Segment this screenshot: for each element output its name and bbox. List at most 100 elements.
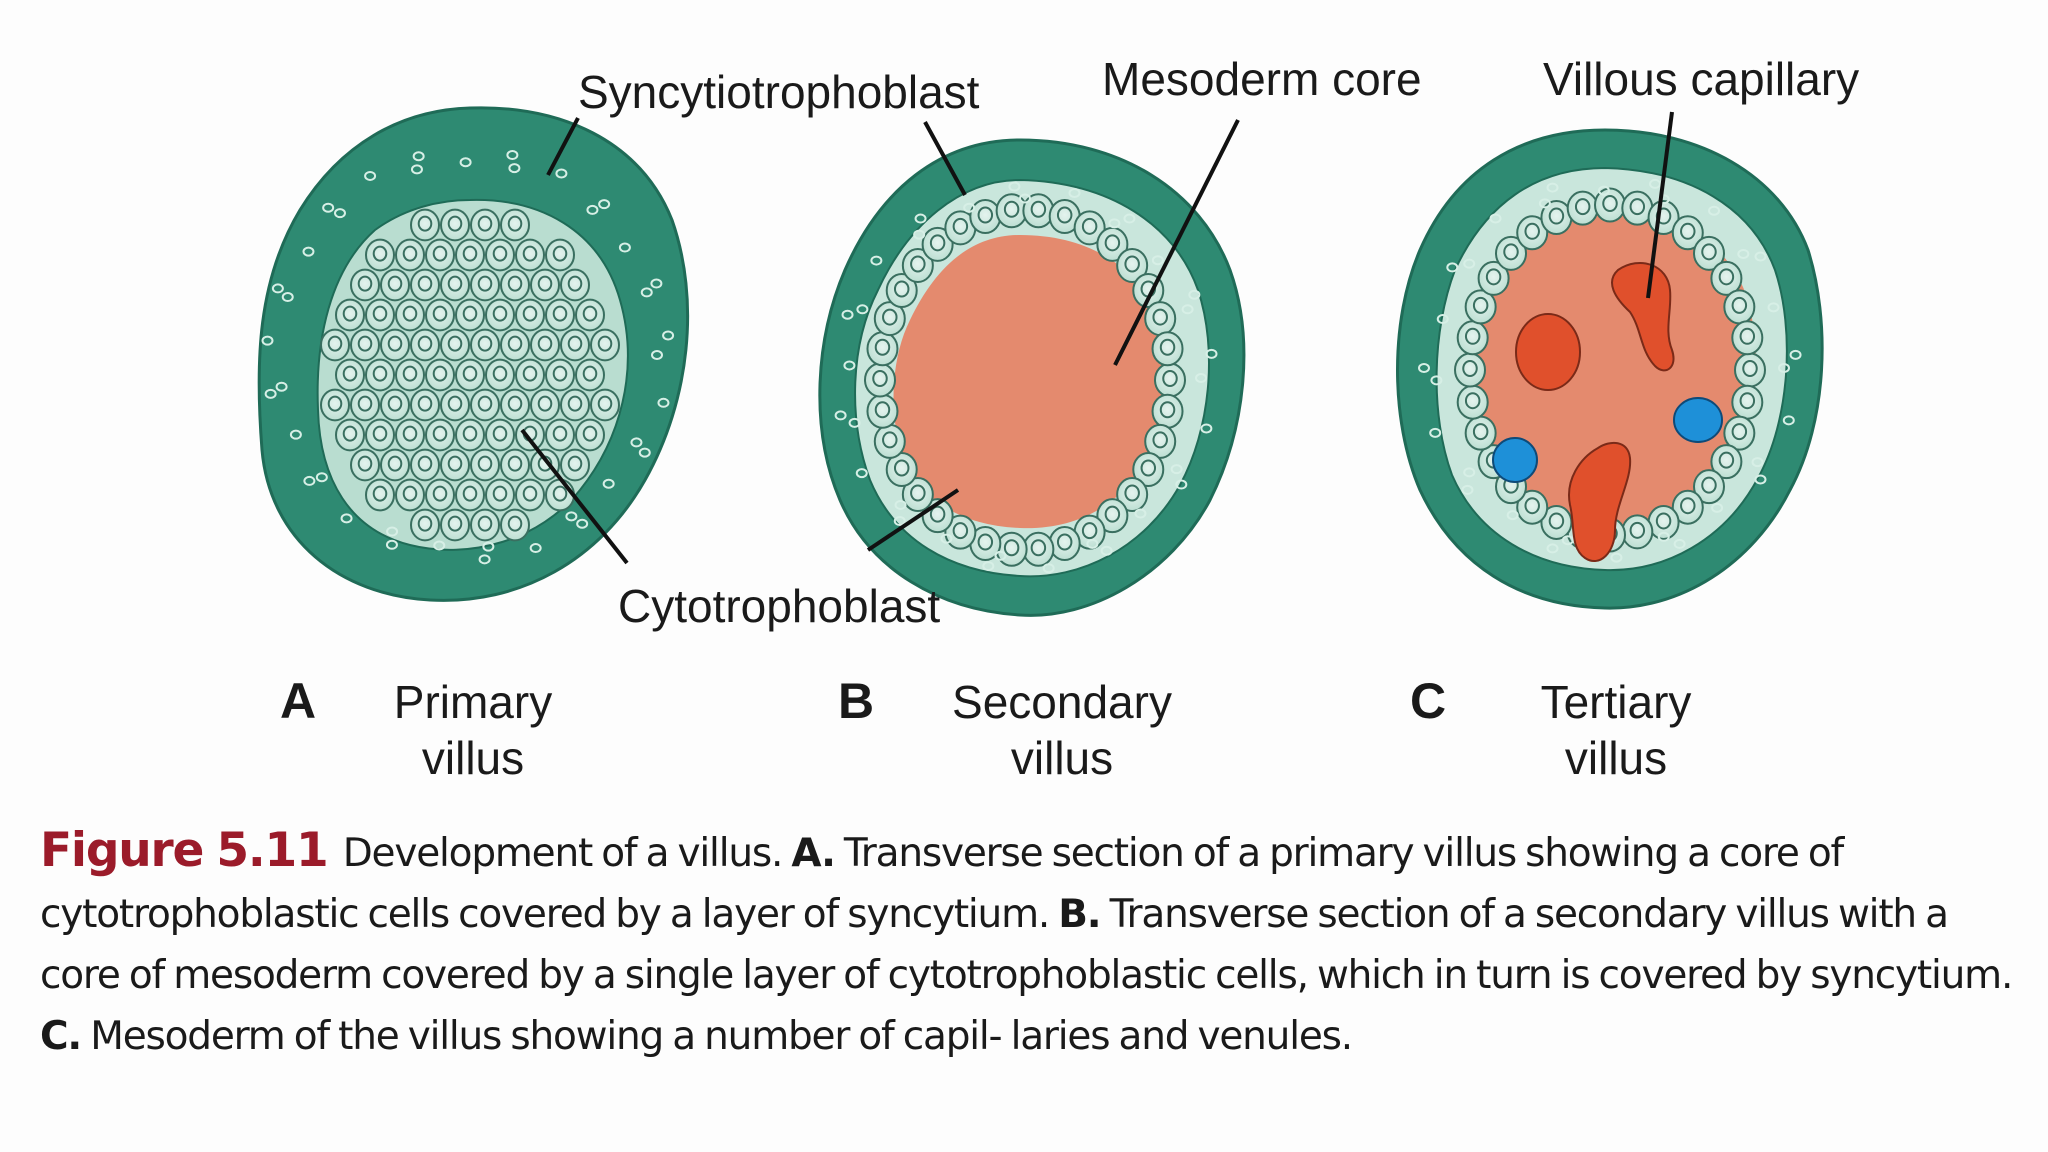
cytotrophoblast-cell — [410, 448, 440, 482]
cytotrophoblast-cell — [470, 268, 500, 302]
cell-nucleus — [372, 485, 388, 502]
cell-nucleus — [342, 365, 358, 382]
cytotrophoblast-cell — [1710, 444, 1743, 480]
syncytial-nucleus — [1538, 198, 1551, 209]
cytotrophoblast-cell — [1671, 215, 1704, 251]
caption-a-label: A. — [791, 831, 836, 876]
cell-nucleus — [462, 305, 478, 322]
venule — [1492, 437, 1538, 483]
cytotrophoblast-cell — [350, 268, 380, 302]
syncytial-nucleus — [1200, 423, 1213, 434]
cell-nucleus — [387, 395, 403, 412]
syncytial-nucleus — [555, 168, 568, 179]
syncytial-nucleus — [940, 533, 953, 544]
cytotrophoblast-cell — [365, 238, 395, 272]
syncytial-nucleus — [1506, 510, 1519, 521]
caption-c-text: Mesoderm of the villus showing a number … — [90, 1014, 1353, 1059]
syncytial-nucleus — [1123, 213, 1136, 224]
cytotrophoblast-cell — [395, 238, 425, 272]
cytotrophoblast-cell — [969, 198, 1002, 234]
cytotrophoblast-cell — [455, 418, 485, 452]
cytotrophoblast-cell — [485, 358, 515, 392]
cell-nucleus — [492, 365, 508, 382]
cytotrophoblast-cell — [470, 448, 500, 482]
leader-syncytio-a — [546, 117, 580, 176]
cell-nucleus — [507, 335, 523, 352]
cytotrophoblast-cell — [885, 273, 918, 309]
syncytial-nucleus — [855, 468, 868, 479]
cell-nucleus — [462, 365, 478, 382]
syncytial-nucleus — [1429, 427, 1442, 438]
cytotrophoblast-cell — [1464, 289, 1497, 325]
cell-nucleus — [1472, 423, 1489, 441]
caption-intro: Development of a villus. — [342, 831, 784, 876]
cell-nucleus — [522, 365, 538, 382]
cell-nucleus — [1056, 533, 1073, 551]
cell-nucleus — [507, 395, 523, 412]
cell-nucleus — [882, 308, 898, 326]
syncytial-nucleus — [1175, 479, 1188, 490]
secondary-villus-drawing — [818, 138, 1246, 617]
cytotrophoblast-cell — [380, 328, 410, 362]
cell-nucleus — [1030, 539, 1047, 557]
cell-nucleus — [1003, 539, 1020, 557]
cell-nucleus — [447, 395, 463, 412]
cell-nucleus — [537, 395, 553, 412]
cytotrophoblast-cell — [350, 328, 380, 362]
label-syncytiotrophoblast: Syncytiotrophoblast — [578, 66, 980, 118]
cell-nucleus — [597, 335, 613, 352]
panel-name-a: Primary — [394, 676, 552, 728]
syncytial-nucleus — [1205, 348, 1218, 359]
syncytial-nucleus — [1754, 474, 1767, 485]
cytotrophoblast-cell — [873, 423, 906, 459]
cytotrophoblast-cell — [901, 247, 934, 283]
cytotrophoblast-cell — [500, 448, 530, 482]
cytotrophoblast-cell — [1022, 531, 1055, 567]
cytotrophoblast-cell — [500, 508, 530, 542]
syncytial-nucleus — [1100, 545, 1113, 556]
syncytial-nucleus — [565, 511, 578, 522]
cytotrophoblast-cell — [410, 388, 440, 422]
cytotrophoblast-cell — [1710, 260, 1743, 296]
cytotrophoblast-cell — [560, 448, 590, 482]
cell-nucleus — [462, 245, 478, 262]
cytotrophoblast-cell — [470, 388, 500, 422]
panel-name-c: Tertiary — [1541, 676, 1692, 728]
syncytial-nucleus — [264, 388, 277, 399]
villous-capillary — [1611, 261, 1675, 372]
cytotrophoblast-cell — [440, 448, 470, 482]
cytotrophoblast-cell — [1671, 489, 1704, 525]
leader-capillary — [1646, 111, 1674, 299]
syncytial-nucleus — [271, 283, 284, 294]
cytotrophoblast-cell — [575, 418, 605, 452]
cell-nucleus — [552, 425, 568, 442]
cytotrophoblast-cell — [485, 298, 515, 332]
cell-nucleus — [507, 275, 523, 292]
syncytial-nucleus — [1436, 314, 1449, 325]
cytotrophoblast-cell — [575, 358, 605, 392]
capillary-elongated — [1568, 441, 1632, 562]
cell-nucleus — [432, 425, 448, 442]
cell-nucleus — [977, 206, 994, 224]
cytotrophoblast-cell — [530, 388, 560, 422]
cell-nucleus — [432, 245, 448, 262]
cell-nucleus — [507, 455, 523, 472]
cell-nucleus — [552, 245, 568, 262]
cell-nucleus — [432, 305, 448, 322]
syncytial-nucleus — [1673, 538, 1686, 549]
cytotrophoblast-cell — [545, 238, 575, 272]
cytotrophoblast-cell — [455, 358, 485, 392]
cell-nucleus — [477, 515, 493, 532]
panel-letter-b: B — [838, 673, 874, 729]
cell-nucleus — [357, 335, 373, 352]
cytotrophoblast-cell — [365, 298, 395, 332]
syncytial-nucleus — [650, 278, 663, 289]
cytotrophoblast-cell — [350, 388, 380, 422]
syncytial-nucleus — [893, 516, 906, 527]
cell-nucleus — [872, 370, 888, 387]
cell-nucleus — [447, 215, 463, 232]
panel-name-a-2: villus — [422, 732, 524, 784]
syncytial-nucleus — [638, 447, 651, 458]
syncytial-nucleus — [630, 437, 643, 448]
